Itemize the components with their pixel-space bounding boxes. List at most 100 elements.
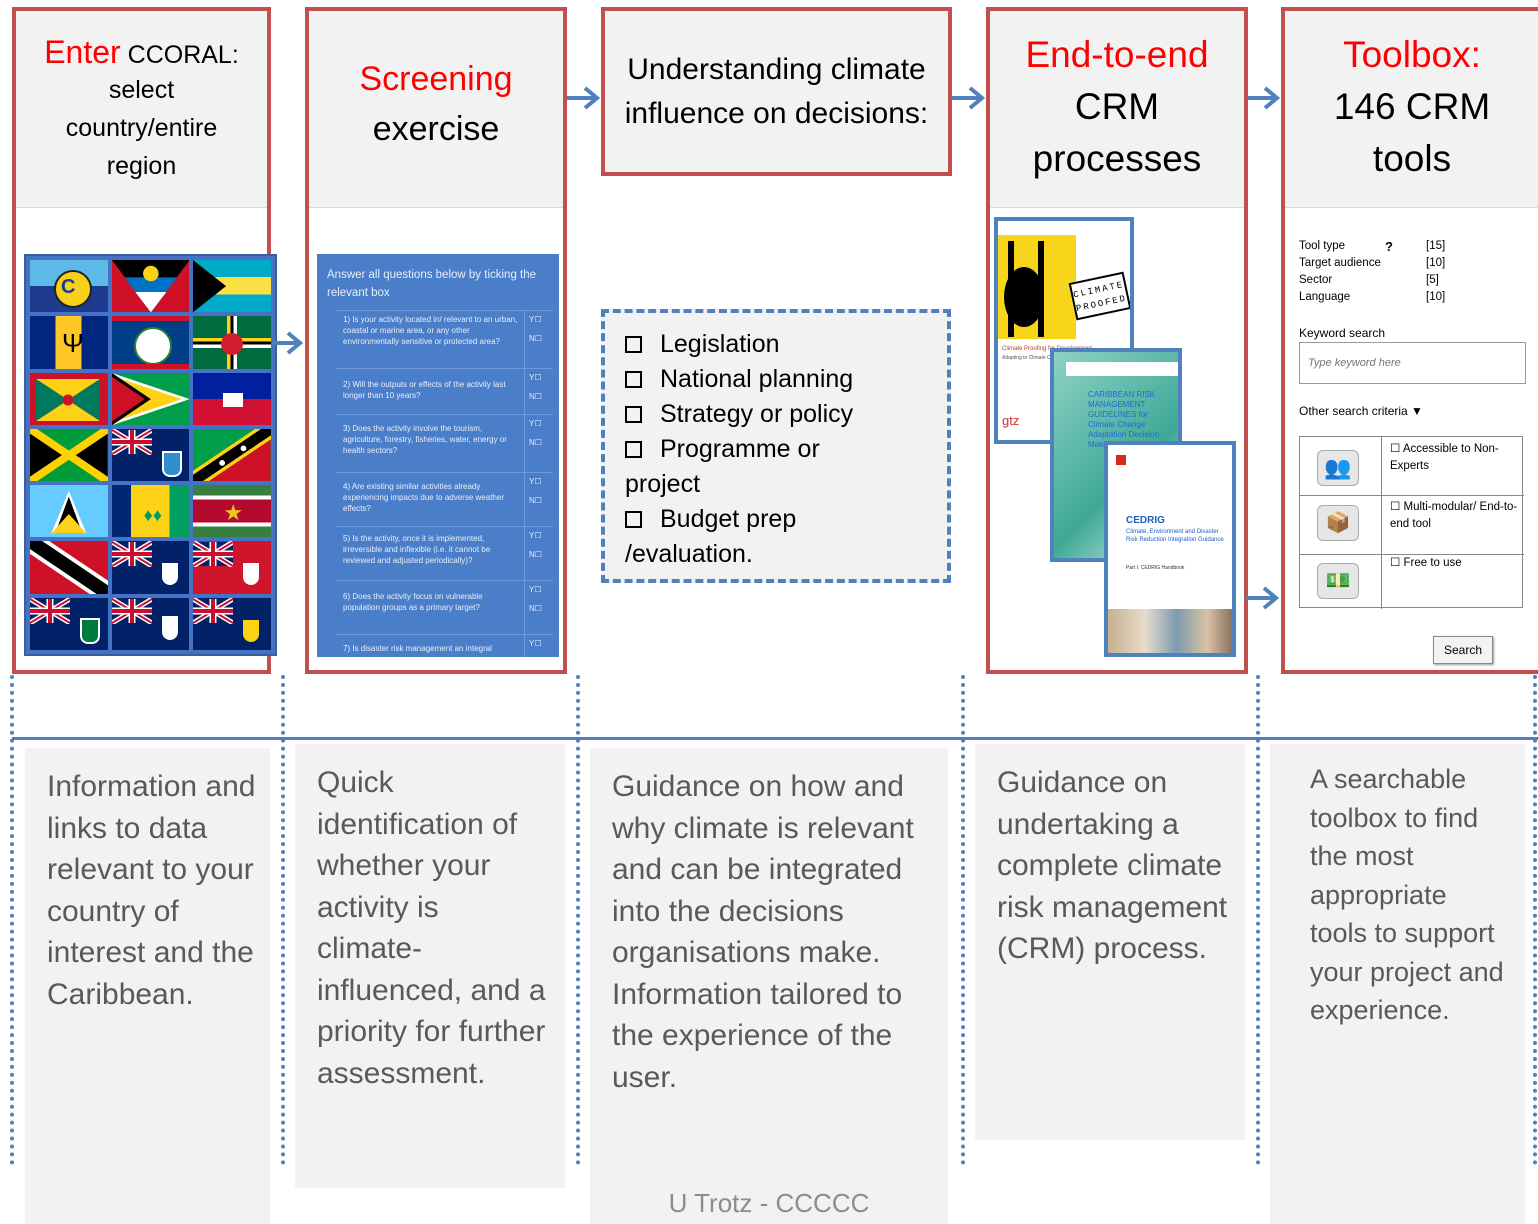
description-enter: Information and links to data relevant t… bbox=[25, 748, 270, 1224]
stage-understanding: Understanding climate influence on decis… bbox=[601, 7, 952, 176]
flag-turks-caicos[interactable] bbox=[193, 597, 271, 650]
checkbox-icon[interactable] bbox=[625, 371, 642, 388]
yes-checkbox[interactable]: Y☐ bbox=[529, 585, 542, 594]
stage-understanding-title: Understanding climate influence on decis… bbox=[624, 52, 929, 130]
no-checkbox[interactable]: N☐ bbox=[529, 604, 542, 613]
filter-language[interactable]: Language bbox=[1299, 291, 1351, 303]
flag-caricom[interactable]: C bbox=[30, 260, 108, 313]
vertical-dotted-divider bbox=[10, 675, 14, 1165]
climate-proofed-stamp: CLIMATE PROOFED bbox=[1068, 271, 1130, 321]
screening-form: Answer all questions below by ticking th… bbox=[317, 254, 559, 657]
flag-antigua-barbuda[interactable] bbox=[111, 260, 190, 313]
filter-sector[interactable]: Sector bbox=[1299, 274, 1333, 286]
stage-screening-subtitle: exercise bbox=[372, 110, 500, 148]
no-checkbox[interactable]: N☐ bbox=[529, 392, 542, 401]
flag-haiti[interactable] bbox=[193, 372, 271, 425]
people-icon: 👥 bbox=[1317, 450, 1359, 486]
no-checkbox[interactable]: N☐ bbox=[529, 334, 542, 343]
crm-guidelines-title: CARIBBEAN RISK MANAGEMENT GUIDELINES for… bbox=[1088, 390, 1160, 449]
stage-toolbox-header: Toolbox: 146 CRM tools bbox=[1285, 11, 1538, 208]
checklist-item-legislation[interactable]: Legislation bbox=[625, 327, 937, 362]
flag-saint-kitts-nevis[interactable] bbox=[193, 428, 271, 482]
stage-crm-subtitle: CRM processes bbox=[1032, 86, 1202, 179]
yes-checkbox[interactable]: Y☐ bbox=[529, 315, 542, 324]
no-checkbox[interactable]: N☐ bbox=[529, 496, 542, 505]
stage-screening: Screening exercise Answer all questions … bbox=[305, 7, 567, 674]
checkbox-icon[interactable] bbox=[625, 441, 642, 458]
stage-enter: Enter CCORAL: select country/entire regi… bbox=[12, 7, 277, 674]
flag-suriname[interactable]: ★ bbox=[193, 485, 271, 538]
flag-trinidad-tobago[interactable] bbox=[30, 541, 108, 594]
flag-jamaica[interactable] bbox=[30, 428, 108, 482]
screening-question[interactable]: 2) Will the outputs or effects of the ac… bbox=[335, 368, 553, 415]
help-icon[interactable]: ? bbox=[1385, 239, 1393, 254]
filter-target-audience[interactable]: Target audience bbox=[1299, 257, 1381, 269]
flag-saint-vincent-grenadines[interactable]: ♦♦ bbox=[111, 485, 190, 538]
arrow-icon bbox=[272, 331, 304, 355]
cedrig-title: CEDRIG bbox=[1126, 515, 1165, 526]
stage-enter-title-rest: CCORAL: bbox=[120, 40, 239, 69]
checklist-item-strategy[interactable]: Strategy or policy bbox=[625, 397, 937, 432]
option-free-to-use[interactable]: ☐ Free to use bbox=[1390, 557, 1462, 569]
stage-toolbox-subtitle: 146 CRM tools bbox=[1333, 86, 1491, 179]
caribbean-flags-grid[interactable]: C Ψ bbox=[24, 254, 277, 656]
checklist-item-programme[interactable]: Programme or project bbox=[625, 435, 820, 498]
vertical-dotted-divider bbox=[1533, 675, 1537, 1165]
flag-anguilla[interactable] bbox=[111, 541, 190, 594]
flag-grenada[interactable] bbox=[30, 372, 108, 425]
stage-understanding-header: Understanding climate influence on decis… bbox=[605, 11, 948, 172]
description-screening: Quick identification of whether your act… bbox=[295, 744, 565, 1188]
option-accessible-non-experts[interactable]: ☐ Accessible to Non-Experts bbox=[1390, 443, 1499, 472]
checklist-item-national-planning[interactable]: National planning bbox=[625, 362, 937, 397]
flag-guyana[interactable] bbox=[111, 372, 190, 425]
yes-checkbox[interactable]: Y☐ bbox=[529, 373, 542, 382]
yes-checkbox[interactable]: Y☐ bbox=[529, 419, 542, 428]
description-toolbox: A searchable toolbox to find the most ap… bbox=[1270, 744, 1525, 1224]
screening-question[interactable]: 6) Does the activity focus on vulnerable… bbox=[335, 580, 553, 635]
stage-screening-title: Screening bbox=[359, 60, 513, 98]
doc-caption: Climate Proofing for Development bbox=[1002, 346, 1093, 352]
search-button[interactable]: Search bbox=[1433, 636, 1493, 664]
stage-screening-header: Screening exercise bbox=[309, 11, 563, 208]
option-multi-modular[interactable]: ☐ Multi-modular/ End-to-end tool bbox=[1390, 501, 1518, 530]
keyword-search-input[interactable] bbox=[1299, 342, 1526, 384]
checkbox-icon[interactable] bbox=[625, 406, 642, 423]
stage-enter-subtitle: select country/entire region bbox=[65, 75, 218, 180]
flag-saint-lucia[interactable] bbox=[30, 485, 108, 538]
description-understanding: Guidance on how and why climate is relev… bbox=[590, 748, 948, 1224]
checkbox-icon[interactable] bbox=[625, 511, 642, 528]
flag-bermuda[interactable] bbox=[193, 541, 271, 594]
decision-type-checklist: Legislation National planning Strategy o… bbox=[601, 309, 951, 583]
yes-checkbox[interactable]: Y☐ bbox=[529, 531, 542, 540]
screening-question[interactable]: 1) Is your activity located in/ relevant… bbox=[335, 310, 553, 369]
screening-question[interactable]: 7) Is disaster risk management an integr… bbox=[335, 634, 553, 657]
yes-checkbox[interactable]: Y☐ bbox=[529, 639, 542, 648]
flag-cayman-islands[interactable] bbox=[111, 597, 190, 650]
stage-toolbox-title: Toolbox: bbox=[1343, 34, 1481, 75]
screening-question[interactable]: 3) Does the activity involve the tourism… bbox=[335, 414, 553, 473]
flag-montserrat[interactable] bbox=[111, 428, 190, 482]
filter-tool-type[interactable]: Tool type bbox=[1299, 240, 1346, 252]
other-search-criteria-toggle[interactable]: Other search criteria ▼ bbox=[1299, 404, 1423, 418]
checkbox-icon[interactable] bbox=[625, 336, 642, 353]
flag-bahamas[interactable] bbox=[193, 260, 271, 313]
vertical-dotted-divider bbox=[281, 675, 285, 1165]
document-cedrig[interactable]: CEDRIG Climate, Environment and Disaster… bbox=[1104, 441, 1236, 657]
screening-question[interactable]: 4) Are existing similar activities alrea… bbox=[335, 472, 553, 527]
flag-british-virgin-islands[interactable] bbox=[30, 597, 108, 650]
stage-enter-title: Enter bbox=[44, 33, 121, 70]
arrow-icon bbox=[1246, 586, 1280, 610]
flag-belize[interactable] bbox=[111, 316, 190, 369]
flag-barbados[interactable]: Ψ bbox=[30, 316, 108, 369]
screening-question[interactable]: 5) Is the activity, once it is implement… bbox=[335, 526, 553, 581]
vertical-dotted-divider bbox=[961, 675, 965, 1165]
no-checkbox[interactable]: N☐ bbox=[529, 550, 542, 559]
screening-intro: Answer all questions below by ticking th… bbox=[327, 269, 537, 299]
no-checkbox[interactable]: N☐ bbox=[529, 438, 542, 447]
description-crm: Guidance on undertaking a complete clima… bbox=[975, 744, 1245, 1140]
flag-dominica[interactable] bbox=[193, 316, 271, 369]
yes-checkbox[interactable]: Y☐ bbox=[529, 477, 542, 486]
money-icon: 💵 bbox=[1317, 563, 1359, 599]
checklist-item-budget[interactable]: Budget prep /evaluation. bbox=[625, 505, 797, 568]
horizontal-divider bbox=[12, 737, 1538, 740]
